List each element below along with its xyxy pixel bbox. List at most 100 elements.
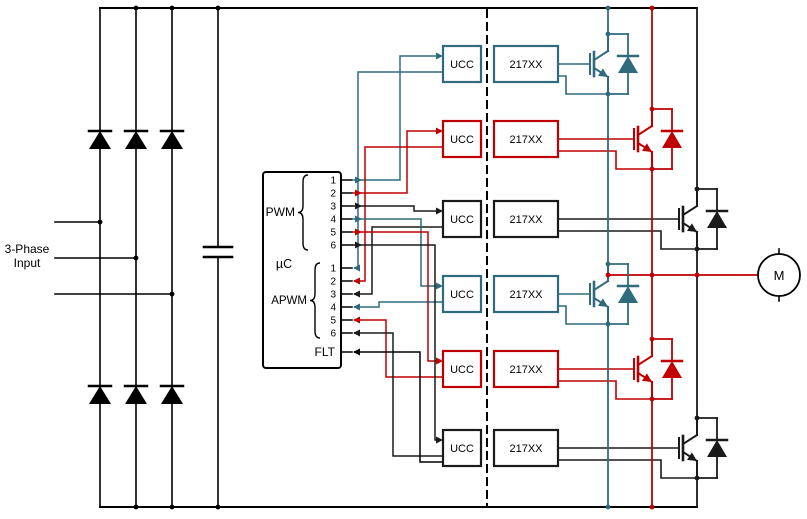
- junction-dot: [605, 504, 611, 510]
- gate-driver-output-box: [492, 349, 560, 389]
- gate-driver-left-label: UCC: [450, 289, 474, 301]
- igbt-collector-lead: [636, 354, 654, 367]
- gate-driver-input-box: [441, 349, 483, 389]
- gate-driver-right-label: 217XX: [509, 289, 543, 301]
- emitter-return-wire: [558, 305, 608, 325]
- apwm-feedback-wire: [354, 71, 443, 269]
- gate-driver-input-box: [441, 44, 483, 84]
- pwm-pin-number: 6: [330, 241, 336, 252]
- apwm-pin-number: 5: [330, 316, 336, 327]
- emitter-return-wire: [558, 150, 652, 170]
- motor-symbol: [757, 253, 801, 297]
- freewheel-diode-icon: [707, 440, 727, 457]
- pwm-signal-wire: [352, 218, 441, 287]
- gate-driver-input-box: [441, 119, 483, 159]
- gate-driver-right-label: 217XX: [509, 364, 543, 376]
- junction-dot: [169, 291, 175, 297]
- gate-driver-right-label: 217XX: [509, 59, 543, 71]
- junction-dot: [169, 504, 175, 510]
- junction-dot: [605, 91, 611, 97]
- motor-label: M: [774, 268, 785, 283]
- gate-driver-left-label: UCC: [450, 59, 474, 71]
- junction-dot: [605, 321, 611, 327]
- gate-driver-right-label: 217XX: [509, 134, 543, 146]
- junction-dot: [133, 504, 139, 510]
- arrowhead-right: [436, 207, 443, 215]
- gate-driver-right-label: 217XX: [509, 443, 543, 455]
- gate-driver-left-label: UCC: [450, 134, 474, 146]
- apwm-group-label: APWM: [271, 295, 307, 307]
- igbt-collector-lead: [681, 433, 699, 446]
- freewheel-diode-icon: [618, 56, 638, 73]
- gate-driver-input-box: [441, 274, 483, 314]
- rectifier-diode-icon: [125, 131, 147, 149]
- arrowhead-left: [353, 329, 360, 337]
- junction-dot: [169, 5, 175, 11]
- junction-dot: [694, 272, 700, 278]
- rectifier-diode-icon: [89, 131, 111, 149]
- mcu-label: µC: [276, 257, 292, 271]
- junction-dot: [649, 5, 655, 11]
- gate-driver-output-box: [492, 428, 560, 468]
- apwm-feedback-wire: [354, 301, 443, 308]
- emitter-return-wire: [558, 75, 608, 95]
- apwm-pin-number: 2: [330, 277, 336, 288]
- arrowhead-left: [353, 277, 360, 285]
- apwm-pin-number: 6: [330, 329, 336, 340]
- pwm-signal-wire: [352, 55, 441, 181]
- junction-dot: [649, 272, 655, 278]
- junction-dot: [605, 31, 611, 37]
- junction-dot: [605, 5, 611, 11]
- igbt-emitter-arrow-icon: [642, 143, 652, 152]
- junction-dot: [649, 396, 655, 402]
- freewheel-diode-icon: [707, 211, 727, 228]
- freewheel-diode-icon: [618, 286, 638, 303]
- arrowhead-right: [355, 202, 362, 210]
- arrowhead-right: [355, 241, 362, 249]
- junction-dot: [215, 504, 221, 510]
- pwm-group-label: PWM: [266, 205, 295, 219]
- rectifier-diode-icon: [161, 131, 183, 149]
- junction-dot: [694, 415, 700, 421]
- igbt-collector-lead: [592, 49, 610, 62]
- gate-driver-input-box: [441, 428, 483, 468]
- freewheel-diode-icon: [662, 361, 682, 378]
- arrowhead-right: [436, 282, 443, 290]
- igbt-emitter-arrow-icon: [642, 373, 652, 382]
- pwm-pin-number: 3: [330, 202, 336, 213]
- apwm-feedback-wire: [354, 226, 443, 295]
- junction-dot: [605, 272, 611, 278]
- gate-driver-output-box: [492, 44, 560, 84]
- arrowhead-right: [436, 127, 443, 135]
- igbt-emitter-arrow-icon: [687, 223, 697, 232]
- junction-dot: [649, 166, 655, 172]
- arrowhead-right: [436, 52, 443, 60]
- gate-driver-output-box: [492, 199, 560, 239]
- junction-dot: [133, 255, 139, 261]
- pwm-pin-number: 2: [330, 189, 336, 200]
- freewheel-diode-icon: [662, 131, 682, 148]
- apwm-pin-number: 3: [330, 290, 336, 301]
- gate-driver-output-box: [492, 119, 560, 159]
- gate-driver-left-label: UCC: [450, 443, 474, 455]
- apwm-brace: [309, 262, 321, 339]
- arrowhead-left: [353, 290, 360, 298]
- rectifier-diode-icon: [125, 386, 147, 404]
- input-label-line1: 3-Phase: [5, 242, 50, 256]
- junction-dot: [694, 475, 700, 481]
- gate-driver-output-box: [492, 274, 560, 314]
- arrowhead-left: [353, 316, 360, 324]
- emitter-return-wire: [558, 230, 697, 250]
- gate-driver-right-label: 217XX: [509, 214, 543, 226]
- arrowhead-right: [355, 215, 362, 223]
- junction-dot: [133, 5, 139, 11]
- igbt-emitter-arrow-icon: [687, 452, 697, 461]
- fault-label: FLT: [315, 345, 336, 359]
- rectifier-diode-icon: [89, 386, 111, 404]
- arrowhead-right: [355, 189, 362, 197]
- apwm-pin-number: 4: [330, 303, 336, 314]
- gate-driver-left-label: UCC: [450, 364, 474, 376]
- junction-dot: [694, 186, 700, 192]
